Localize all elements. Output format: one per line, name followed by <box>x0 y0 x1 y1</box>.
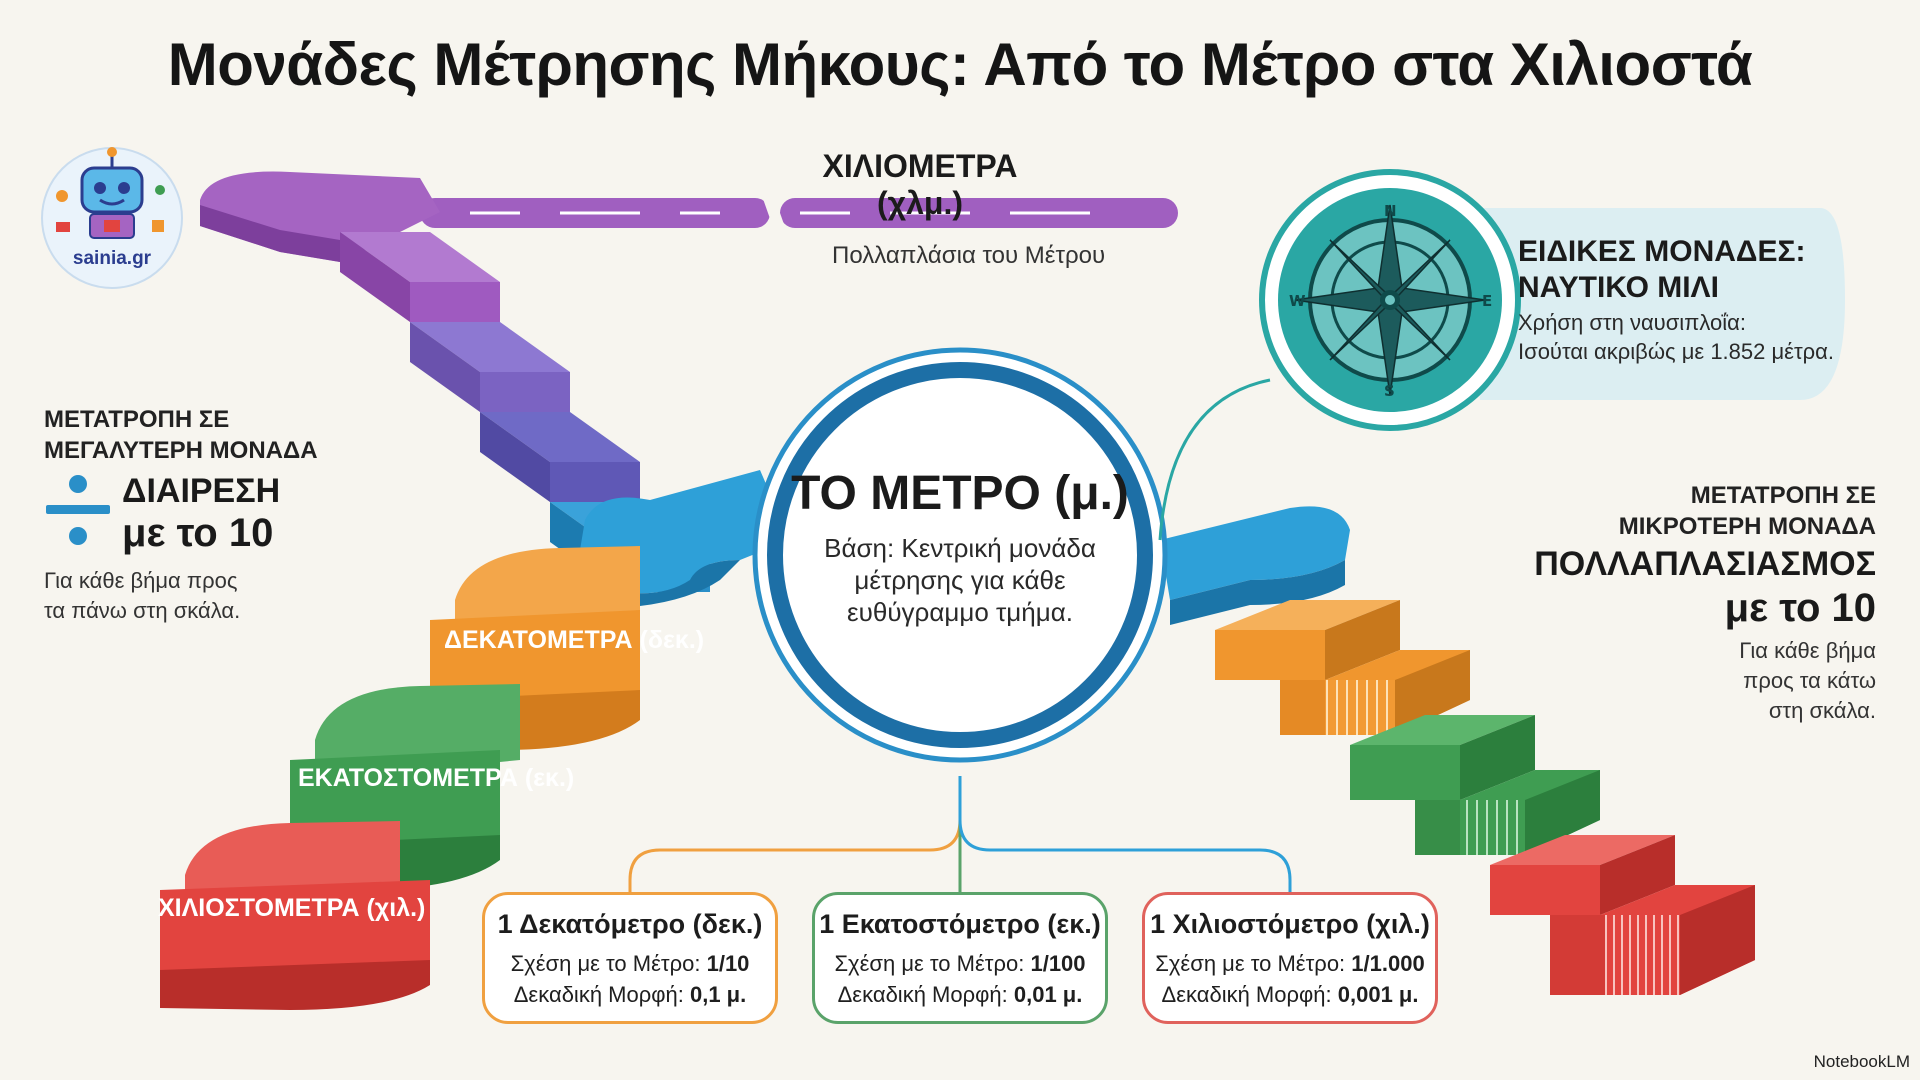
card-decimal: Δεκαδική Μορφή: 0,01 μ. <box>815 979 1105 1010</box>
nautical-title-line2: ΝΑΥΤΙΚΟ ΜΙΛΙ <box>1518 271 1719 304</box>
left-rule-heading: ΜΕΤΑΤΡΟΠΗ ΣΕ ΜΕΓΑΛΥΤΕΡΗ ΜΟΝΑΔΑ <box>44 404 318 466</box>
compass-w: W <box>1289 292 1306 310</box>
card-decimal-label: Δεκαδική Μορφή: <box>513 982 684 1007</box>
compass-e: E <box>1482 292 1492 310</box>
card-relation-label: Σχέση με το Μέτρο: <box>510 951 701 976</box>
division-icon <box>46 475 110 545</box>
compass-s: S <box>1384 382 1395 400</box>
logo-robot-icon <box>41 147 183 289</box>
left-rule-description: Για κάθε βήμα προς τα πάνω στη σκάλα. <box>44 566 240 626</box>
right-desc-line1: Για κάθε βήμα <box>1739 638 1876 663</box>
card-relation: Σχέση με το Μέτρο: 1/100 <box>815 948 1105 979</box>
right-head-line1: ΜΕΤΑΤΡΟΠΗ ΣΕ <box>1690 482 1876 509</box>
page-title: Μονάδες Μέτρησης Μήκους: Από το Μέτρο στ… <box>167 31 1753 98</box>
nautical-desc-line1: Χρήση στη ναυσιπλοΐα: <box>1518 310 1746 335</box>
card-relation-label: Σχέση με το Μέτρο: <box>1155 951 1346 976</box>
card-decimal-value: 0,001 μ. <box>1337 982 1419 1007</box>
nautical-title-line1: ΕΙΔΙΚΕΣ ΜΟΝΑΔΕΣ: <box>1518 235 1806 268</box>
compass-n: N <box>1384 202 1397 220</box>
right-staircase <box>1215 600 1755 995</box>
kilometre-label: ΧΙΛΙΟΜΕΤΡΑ (χλμ.) <box>822 148 1018 221</box>
nautical-desc-line2: Ισούται ακριβώς με 1.852 μέτρα. <box>1518 339 1835 364</box>
metre-desc-line3: ευθύγραμμο τμήμα. <box>847 597 1073 627</box>
card-millimetre: 1 Χιλιοστόμετρο (χιλ.) Σχέση με το Μέτρο… <box>1142 892 1438 1024</box>
left-op-line2: με το 10 <box>122 511 274 555</box>
logo-text: sainia.gr <box>72 248 152 269</box>
right-op-line2: με το 10 <box>1724 586 1876 630</box>
card-decimal-value: 0,1 μ. <box>689 982 747 1007</box>
card-title: 1 Χιλιοστόμετρο (χιλ.) <box>1150 909 1430 939</box>
right-rule-operation: ΠΟΛΛΑΠΛΑΣΙΑΣΜΟΣ με το 10 <box>1534 542 1876 630</box>
card-title: 1 Δεκατόμετρο (δεκ.) <box>497 909 763 939</box>
card-relation: Σχέση με το Μέτρο: 1/10 <box>485 948 775 979</box>
step-label-decametre: ΔΕΚΑΤΟΜΕΤΡΑ (δεκ.) <box>444 626 705 654</box>
left-desc-line1: Για κάθε βήμα προς <box>44 568 238 593</box>
nautical-bubble: N S W E <box>1158 169 1845 541</box>
card-decimetre: 1 Δεκατόμετρο (δεκ.) Σχέση με το Μέτρο: … <box>482 892 778 1024</box>
left-op-line1: ΔΙΑΙΡΕΣΗ <box>122 472 281 510</box>
card-title: 1 Εκατοστόμετρο (εκ.) <box>819 909 1101 939</box>
card-connectors <box>628 776 1292 892</box>
right-desc-line2: προς τα κάτω <box>1743 668 1876 693</box>
right-rule-description: Για κάθε βήμα προς τα κάτω στη σκάλα. <box>1739 636 1876 726</box>
nautical-title: ΕΙΔΙΚΕΣ ΜΟΝΑΔΕΣ: ΝΑΥΤΙΚΟ ΜΙΛΙ <box>1518 234 1805 306</box>
right-rule-heading: ΜΕΤΑΤΡΟΠΗ ΣΕ ΜΙΚΡΟΤΕΡΗ ΜΟΝΑΔΑ <box>1619 480 1876 542</box>
step-label-millimetre: ΧΙΛΙΟΣΤΟΜΕΤΡΑ (χιλ.) <box>158 894 426 922</box>
card-decimal-value: 0,01 μ. <box>1013 982 1083 1007</box>
card-relation: Σχέση με το Μέτρο: 1/1.000 <box>1145 948 1435 979</box>
metre-description: Βάση: Κεντρική μονάδα μέτρησης για κάθε … <box>800 532 1120 628</box>
left-desc-line2: τα πάνω στη σκάλα. <box>44 598 241 623</box>
card-decimal: Δεκαδική Μορφή: 0,1 μ. <box>485 979 775 1010</box>
left-head-line1: ΜΕΤΑΤΡΟΠΗ ΣΕ <box>44 406 230 433</box>
nautical-description: Χρήση στη ναυσιπλοΐα: Ισούται ακριβώς με… <box>1518 308 1834 366</box>
metre-desc-line1: Βάση: Κεντρική μονάδα <box>824 533 1096 563</box>
metre-desc-line2: μέτρησης για κάθε <box>854 565 1066 595</box>
card-decimal: Δεκαδική Μορφή: 0,001 μ. <box>1145 979 1435 1010</box>
step-label-centimetre: ΕΚΑΤΟΣΤΟΜΕΤΡΑ (εκ.) <box>298 764 575 792</box>
brand-watermark: NotebookLM <box>1813 1052 1910 1071</box>
right-desc-line3: στη σκάλα. <box>1768 698 1876 723</box>
card-decimal-label: Δεκαδική Μορφή: <box>1161 982 1332 1007</box>
card-centimetre: 1 Εκατοστόμετρο (εκ.) Σχέση με το Μέτρο:… <box>812 892 1108 1024</box>
card-relation-label: Σχέση με το Μέτρο: <box>834 951 1025 976</box>
card-relation-value: 1/1.000 <box>1351 951 1425 976</box>
right-op-line1: ΠΟΛΛΑΠΛΑΣΙΑΣΜΟΣ <box>1534 545 1876 583</box>
card-decimal-label: Δεκαδική Μορφή: <box>837 982 1008 1007</box>
kilometre-bar <box>420 196 1178 230</box>
left-staircase <box>160 546 640 1010</box>
card-relation-value: 1/10 <box>706 951 750 976</box>
left-rule-operation: ΔΙΑΙΡΕΣΗ με το 10 <box>122 470 280 554</box>
card-relation-value: 1/100 <box>1030 951 1086 976</box>
right-head-line2: ΜΙΚΡΟΤΕΡΗ ΜΟΝΑΔΑ <box>1618 513 1876 540</box>
left-head-line2: ΜΕΓΑΛΥΤΕΡΗ ΜΟΝΑΔΑ <box>44 437 318 464</box>
metre-title: ΤΟ ΜΕΤΡΟ (μ.) <box>791 467 1129 520</box>
metre-circle <box>752 347 1168 763</box>
kilometre-subtitle: Πολλαπλάσια του Μέτρου <box>832 242 1106 269</box>
